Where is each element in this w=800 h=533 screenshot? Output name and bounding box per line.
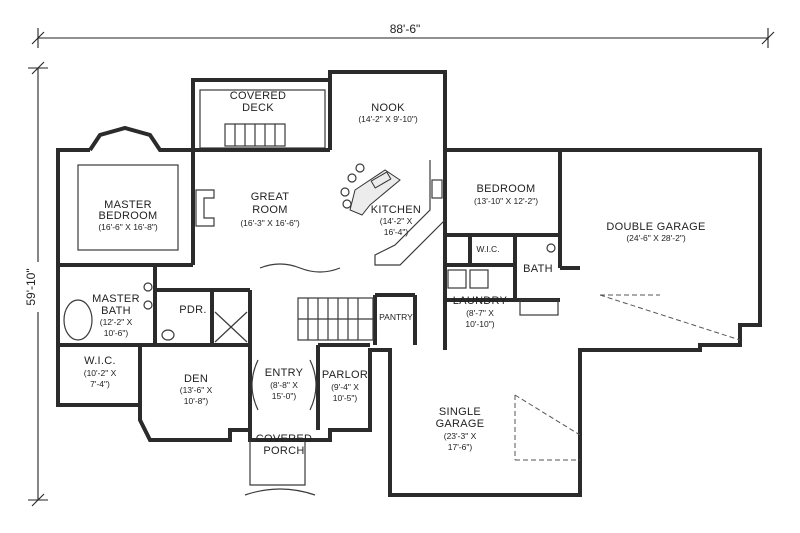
exterior-walls (56, 70, 762, 497)
den-size-1: (13'-6" X (180, 385, 213, 395)
nook-size: (14'-2" X 9'-10") (358, 114, 418, 124)
kitchen-label: KITCHEN (371, 204, 421, 216)
covered-deck-label-1: COVERED (230, 90, 287, 102)
room-wic-master: W.I.C. (10'-2" X 7'-4") (84, 355, 117, 389)
room-nook: NOOK (14'-2" X 9'-10") (358, 102, 418, 124)
wic-master-size-2: 7'-4") (90, 379, 110, 389)
room-double-garage: DOUBLE GARAGE (24'-6" X 28'-2") (606, 221, 705, 243)
kitchen-size-1: (14'-2" X (380, 216, 413, 226)
room-entry: ENTRY (8'-8" X 15'-0") (265, 367, 304, 401)
bedroom-label: BEDROOM (477, 183, 536, 195)
room-master-bedroom: MASTER BEDROOM (16'-6" X 16'-8") (98, 199, 158, 232)
room-single-garage: SINGLE GARAGE (23'-3" X 17'-6") (436, 406, 485, 452)
laundry-label: LAUNDRY (453, 295, 508, 307)
room-kitchen: KITCHEN (14'-2" X 16'-4") (371, 204, 421, 237)
room-master-bath: MASTER BATH (12'-2" X 10'-6") (92, 293, 140, 338)
nook-label: NOOK (371, 102, 405, 114)
master-bath-label-1: MASTER (92, 293, 140, 305)
bedroom-size: (13'-10" X 12'-2") (474, 196, 538, 206)
entry-size-2: 15'-0") (272, 391, 297, 401)
pdr-label: PDR. (179, 304, 206, 316)
great-room-label-2: ROOM (252, 204, 287, 216)
pantry-label: PANTRY (379, 312, 413, 322)
covered-porch-label-2: PORCH (263, 445, 304, 457)
fixtures (63, 160, 741, 496)
room-laundry: LAUNDRY (8'-7" X 10'-10") (453, 295, 508, 329)
single-garage-label-1: SINGLE (439, 406, 481, 418)
covered-deck-label-2: DECK (242, 102, 274, 114)
great-room-size: (16'-3" X 16'-6") (240, 218, 300, 228)
wic-master-size-1: (10'-2" X (84, 368, 117, 378)
interior-walls (58, 80, 560, 430)
room-covered-porch: COVERED PORCH (256, 433, 313, 457)
den-label: DEN (184, 373, 208, 385)
covered-porch-label-1: COVERED (256, 433, 313, 445)
laundry-size-2: 10'-10") (465, 319, 494, 329)
single-garage-size-1: (23'-3" X (444, 431, 477, 441)
kitchen-size-2: 16'-4") (384, 227, 409, 237)
master-bedroom-label-1: MASTER (104, 199, 152, 211)
laundry-size-1: (8'-7" X (466, 308, 494, 318)
double-garage-label: DOUBLE GARAGE (606, 221, 705, 233)
single-garage-label-2: GARAGE (436, 418, 485, 430)
entry-size-1: (8'-8" X (270, 380, 298, 390)
den-size-2: 10'-8") (184, 396, 209, 406)
master-bedroom-label-2: BEDROOM (99, 210, 158, 222)
wic-bedroom-label: W.I.C. (476, 244, 499, 254)
bath-label: BATH (523, 263, 553, 275)
parlor-size-2: 10'-5") (333, 393, 358, 403)
great-room-label-1: GREAT (251, 191, 290, 203)
master-bedroom-size: (16'-6" X 16'-8") (98, 222, 158, 232)
stairs (297, 297, 374, 341)
room-great-room: GREAT ROOM (16'-3" X 16'-6") (240, 191, 300, 228)
room-den: DEN (13'-6" X 10'-8") (180, 373, 213, 406)
room-pantry: PANTRY (379, 312, 413, 322)
master-bath-size-2: 10'-6") (104, 328, 129, 338)
room-pdr: PDR. (179, 304, 206, 316)
room-parlor: PARLOR (9'-4" X 10'-5") (322, 369, 368, 403)
wic-master-label: W.I.C. (84, 355, 116, 367)
depth-label: 59'-10" (24, 268, 38, 305)
room-covered-deck: COVERED DECK (230, 90, 287, 114)
dimension-width: 88'-6" (31, 22, 775, 48)
double-garage-size: (24'-6" X 28'-2") (626, 233, 686, 243)
parlor-label: PARLOR (322, 369, 368, 381)
parlor-size-1: (9'-4" X (331, 382, 359, 392)
single-garage-size-2: 17'-6") (448, 442, 473, 452)
dimension-depth: 59'-10" (24, 61, 48, 507)
entry-label: ENTRY (265, 367, 304, 379)
master-bath-size-1: (12'-2" X (100, 317, 133, 327)
room-wic-bedroom: W.I.C. (476, 244, 499, 254)
width-label: 88'-6" (390, 22, 421, 36)
master-bath-label-2: BATH (101, 305, 131, 317)
room-bedroom: BEDROOM (13'-10" X 12'-2") (474, 183, 538, 206)
room-bath: BATH (523, 263, 553, 275)
